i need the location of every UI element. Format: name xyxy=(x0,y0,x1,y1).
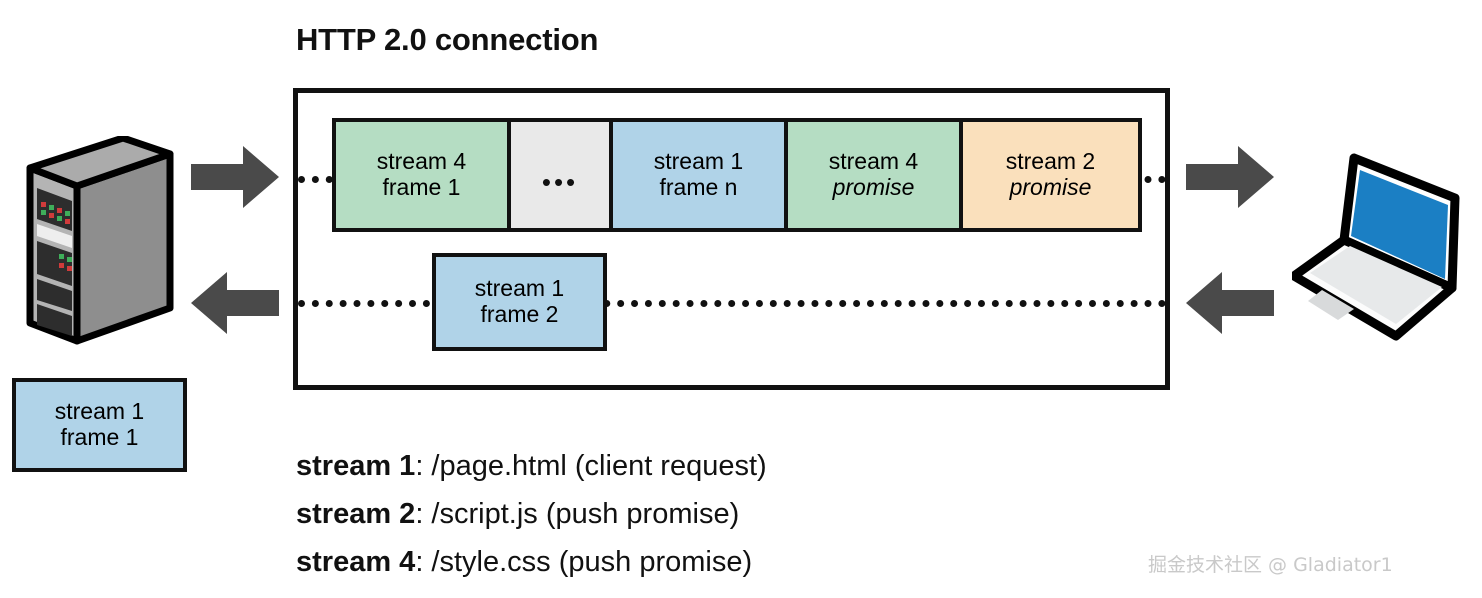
ellipsis-icon: ••• xyxy=(541,167,579,197)
legend-row-stream1: stream 1: /page.html (client request) xyxy=(296,442,767,490)
legend-stream-detail: : /script.js (push promise) xyxy=(415,498,740,531)
arrow-left-icon xyxy=(1186,272,1274,334)
frame-line-1: stream 1 xyxy=(474,275,565,302)
laptop-icon xyxy=(1289,140,1478,348)
legend-stream-detail: : /page.html (client request) xyxy=(415,450,767,482)
stream-legend: stream 1: /page.html (client request) st… xyxy=(296,442,767,586)
watermark: 掘金技术社区 @ Gladiator1 xyxy=(1148,554,1393,576)
frame-line-1: stream 4 xyxy=(828,148,919,175)
arrow-left-icon xyxy=(191,272,279,334)
frame-line-2: frame 1 xyxy=(382,174,461,200)
upstream-dotted-line xyxy=(298,300,1166,307)
legend-stream-name: stream 2 xyxy=(296,498,416,531)
legend-stream-detail: : /style.css (push promise) xyxy=(415,546,753,579)
frame-box-ellipsis: ••• xyxy=(511,122,613,228)
page-title: HTTP 2.0 connection xyxy=(296,22,599,57)
frame-box-stream4-promise[interactable]: stream 4 promise xyxy=(788,122,963,228)
legend-row-stream2: stream 2: /script.js (push promise) xyxy=(296,490,767,538)
legend-row-stream4: stream 4: /style.css (push promise) xyxy=(296,538,767,586)
frame-line-2: promise xyxy=(1009,174,1092,200)
frame-box-stream1-frame2[interactable]: stream 1 frame 2 xyxy=(432,253,607,351)
legend-stream-name: stream 1 xyxy=(296,450,416,482)
frame-line-2: frame 1 xyxy=(60,424,139,450)
server-tower-icon xyxy=(22,134,180,348)
frame-box-stream4-frame1[interactable]: stream 4 frame 1 xyxy=(336,122,511,228)
key-box-stream1-frame1[interactable]: stream 1 frame 1 xyxy=(12,378,187,472)
frame-line-1: stream 2 xyxy=(1005,148,1096,175)
frame-line-1: stream 4 xyxy=(376,148,467,175)
frame-box-stream1-framen[interactable]: stream 1 frame n xyxy=(613,122,788,228)
arrow-right-icon xyxy=(191,146,279,208)
frame-line-1: stream 1 xyxy=(653,148,744,175)
frame-line-2: promise xyxy=(832,174,915,200)
frame-box-stream2-promise[interactable]: stream 2 promise xyxy=(963,122,1138,228)
frame-line-2: frame 2 xyxy=(480,301,559,327)
frame-strip-outbound: stream 4 frame 1 ••• stream 1 frame n st… xyxy=(332,118,1142,232)
frame-line-1: stream 1 xyxy=(54,398,145,425)
legend-stream-name: stream 4 xyxy=(296,546,416,579)
arrow-right-icon xyxy=(1186,146,1274,208)
frame-line-2: frame n xyxy=(659,174,738,200)
